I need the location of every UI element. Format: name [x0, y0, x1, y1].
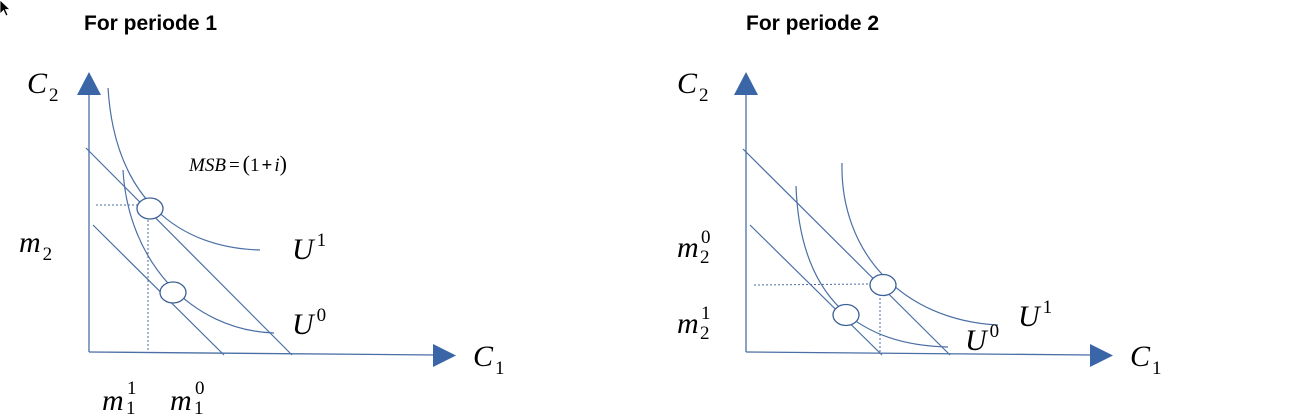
x-axis-arrow — [1090, 344, 1113, 367]
tangency-point-u1 — [869, 273, 897, 297]
tangency-point-u1 — [136, 197, 164, 220]
x-axis-line — [88, 351, 437, 356]
svg-text:1: 1 — [701, 303, 711, 324]
y-axis-arrow — [734, 72, 758, 95]
svg-text:m: m — [170, 384, 192, 417]
budget-line-inner — [749, 224, 883, 356]
y-tick-m2-1: m 1 2 — [677, 303, 711, 344]
svg-text:m: m — [677, 307, 699, 340]
svg-text:0: 0 — [195, 378, 205, 399]
budget-line-inner — [92, 224, 225, 356]
y-tick-m2-0: m 0 2 — [677, 227, 711, 268]
msb-annotation: MSB=(1+i) — [188, 151, 287, 176]
svg-text:1: 1 — [126, 398, 136, 418]
guide-horizontal — [753, 283, 871, 286]
budget-line-outer — [85, 147, 293, 356]
y-axis-arrow — [77, 72, 101, 95]
indifference-curve-u0 — [795, 185, 949, 348]
svg-text:1: 1 — [127, 378, 137, 399]
x-axis-arrow — [433, 344, 456, 367]
x-tick-m1-1: m 1 1 — [102, 378, 137, 418]
x-axis-line — [745, 351, 1094, 356]
panel-2-title: For periode 2 — [746, 12, 879, 35]
indifference-curve-u0 — [122, 169, 275, 334]
svg-text:2: 2 — [700, 323, 710, 344]
mouse-cursor-icon — [0, 0, 12, 17]
indifference-curve-u1 — [841, 162, 999, 326]
tangency-point-u0 — [159, 281, 187, 304]
svg-text:m: m — [677, 231, 699, 264]
svg-text:m: m — [102, 384, 124, 417]
tangency-point-u0 — [832, 303, 860, 327]
x-tick-m1-0: m 0 1 — [170, 378, 205, 418]
svg-text:1: 1 — [194, 398, 204, 418]
svg-text:0: 0 — [701, 227, 711, 248]
budget-line-outer — [742, 148, 951, 356]
svg-text:2: 2 — [700, 247, 710, 268]
panel-1-title: For periode 1 — [84, 12, 217, 35]
